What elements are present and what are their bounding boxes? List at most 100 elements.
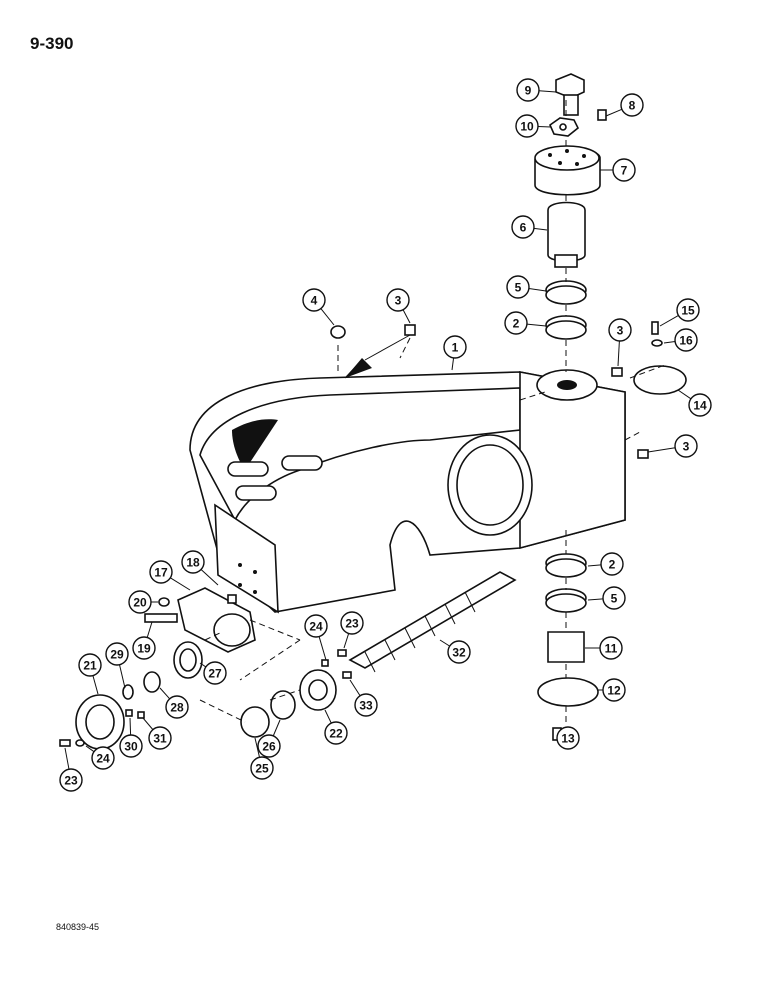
- callout-number: 18: [186, 556, 200, 570]
- callout-18: 18: [181, 550, 205, 574]
- callout-number: 30: [124, 740, 138, 754]
- callout-leader-16: [663, 340, 676, 344]
- callout-leader-1: [451, 357, 455, 371]
- bearing-part-5-bottom: [545, 588, 587, 613]
- bolt-part-9: [555, 73, 585, 116]
- callout-leader-15: [659, 315, 679, 327]
- callout-leader-2: [587, 564, 602, 567]
- callout-24: 24: [304, 614, 328, 638]
- callout-leader-3: [402, 309, 411, 324]
- bolt-part-19: [144, 613, 178, 623]
- callout-number: 25: [255, 762, 269, 776]
- assembly-lines: [199, 100, 666, 726]
- callout-number: 21: [83, 659, 97, 673]
- callout-number: 16: [679, 334, 693, 348]
- callout-number: 3: [617, 324, 624, 338]
- callout-leader-9: [538, 90, 557, 93]
- callout-number: 3: [683, 440, 690, 454]
- callout-29: 29: [105, 642, 129, 666]
- callout-number: 26: [262, 740, 276, 754]
- screw-part-24-center: [321, 659, 329, 667]
- callout-leader-8: [605, 108, 623, 117]
- callout-leader-5: [587, 598, 604, 601]
- pin-part-6: [547, 201, 586, 268]
- bearing-part-5-top: [545, 280, 587, 305]
- screw-part-15: [651, 321, 659, 335]
- fitting-part-3-c: [637, 449, 649, 459]
- fitting-part-18: [227, 594, 237, 604]
- callout-leader-24: [85, 745, 95, 753]
- callout-33: 33: [354, 693, 378, 717]
- callout-leader-23: [64, 747, 70, 770]
- page-title: 9-390: [30, 34, 74, 53]
- washer-part-24-left: [75, 739, 85, 747]
- callout-number: 14: [693, 399, 707, 413]
- callout-number: 23: [345, 617, 359, 631]
- callout-13: 13: [556, 726, 580, 750]
- plug-part-4: [330, 325, 346, 339]
- callout-number: 24: [309, 620, 323, 634]
- callout-number: 22: [329, 727, 343, 741]
- callout-9: 9: [516, 78, 540, 102]
- callout-number: 4: [311, 294, 318, 308]
- bearing-cup-part-2-top: [545, 315, 587, 340]
- fitting-part-3-b: [611, 367, 623, 377]
- callout-leader-29: [119, 664, 126, 689]
- callout-23: 23: [59, 768, 83, 792]
- callout-27: 27: [203, 661, 227, 685]
- callout-14: 14: [688, 393, 712, 417]
- screw-part-8: [597, 109, 607, 121]
- callout-2: 2: [504, 311, 528, 335]
- callout-28: 28: [165, 695, 189, 719]
- callout-number: 12: [607, 684, 621, 698]
- callout-12: 12: [602, 678, 626, 702]
- callout-leader-10: [537, 125, 552, 128]
- screw-part-30: [125, 709, 133, 717]
- callout-number: 31: [153, 732, 167, 746]
- callout-leader-17: [170, 577, 191, 591]
- callout-leader-22: [324, 709, 332, 724]
- washer-part-20: [158, 597, 170, 607]
- cover-part-14: [633, 365, 687, 395]
- callout-16: 16: [674, 328, 698, 352]
- worm-shaft-part-32: [348, 571, 517, 673]
- callout-leader-14: [677, 389, 692, 400]
- callout-25: 25: [250, 756, 274, 780]
- callout-number: 23: [64, 774, 78, 788]
- callout-number: 33: [359, 699, 373, 713]
- callout-30: 30: [119, 734, 143, 758]
- callout-number: 9: [525, 84, 532, 98]
- callout-3: 3: [608, 318, 632, 342]
- washer-part-16: [651, 339, 663, 347]
- callout-3: 3: [674, 434, 698, 458]
- callout-number: 5: [515, 281, 522, 295]
- seal-part-26: [270, 690, 296, 720]
- nut-part-10: [549, 117, 580, 137]
- callout-leader-6: [533, 227, 548, 231]
- pin-part-11: [547, 631, 585, 663]
- callout-26: 26: [257, 734, 281, 758]
- fitting-part-31: [137, 711, 145, 719]
- bearing-housing-part-17: [177, 587, 256, 653]
- callout-leader-18: [200, 569, 219, 586]
- callout-number: 13: [561, 732, 575, 746]
- callout-number: 32: [452, 646, 466, 660]
- callout-leader-23: [343, 633, 350, 649]
- callout-number: 11: [605, 642, 618, 656]
- plate-part-7: [534, 145, 601, 196]
- callout-6: 6: [511, 215, 535, 239]
- callout-leader-31: [142, 717, 154, 730]
- callout-leader-3: [647, 447, 676, 453]
- screw-part-23-center: [337, 649, 347, 657]
- callout-19: 19: [132, 636, 156, 660]
- callout-20: 20: [128, 590, 152, 614]
- callout-number: 6: [520, 221, 527, 235]
- screw-part-23-left: [59, 739, 71, 747]
- callout-10: 10: [515, 114, 539, 138]
- callout-leader-25: [254, 737, 260, 758]
- callout-number: 27: [208, 667, 222, 681]
- shim-part-29: [122, 684, 134, 700]
- callout-31: 31: [148, 726, 172, 750]
